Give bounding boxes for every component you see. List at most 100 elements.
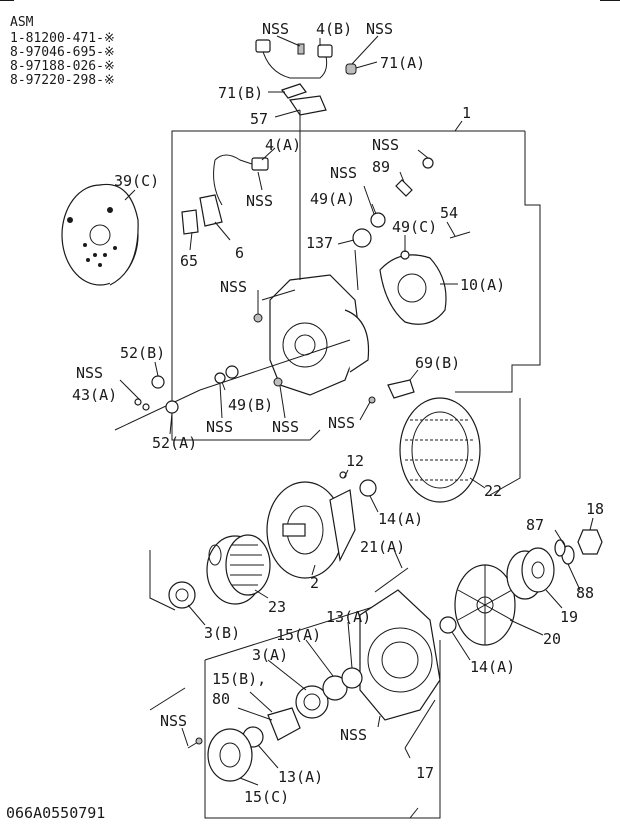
bracket-22 bbox=[489, 398, 521, 496]
callout-20: 20 bbox=[543, 630, 561, 648]
callout-88: 88 bbox=[576, 584, 594, 602]
bracket-6 bbox=[181, 194, 223, 235]
callout-71b: 71(B) bbox=[218, 84, 263, 102]
callout-12: 12 bbox=[346, 452, 364, 470]
front-frame bbox=[359, 589, 441, 721]
callout-nss: NSS bbox=[220, 278, 247, 296]
callout-43a: 43(A) bbox=[72, 386, 117, 404]
bearing-3b bbox=[168, 581, 196, 609]
spacer-14a-bottom bbox=[439, 616, 457, 634]
callout-89: 89 bbox=[372, 158, 390, 176]
bearing-3a bbox=[295, 685, 329, 719]
callout-nss: NSS bbox=[246, 192, 273, 210]
asm-part-number-4: 8-97220-298-※ bbox=[10, 73, 115, 88]
callout-nss: NSS bbox=[328, 414, 355, 432]
callout-39c: 39(C) bbox=[114, 172, 159, 190]
callout-23: 23 bbox=[268, 598, 286, 616]
callout-nss: NSS bbox=[372, 136, 399, 154]
callout-nss: NSS bbox=[160, 712, 187, 730]
screw-nss-bottom bbox=[187, 737, 203, 749]
callout-21a: 21(A) bbox=[360, 538, 405, 556]
bushing-52b bbox=[151, 375, 165, 389]
callout-71a: 71(A) bbox=[380, 54, 425, 72]
spacer-15a bbox=[322, 675, 348, 701]
stator-22 bbox=[399, 397, 481, 503]
callout-2: 2 bbox=[310, 574, 319, 592]
callout-52a: 52(A) bbox=[152, 434, 197, 452]
bracket-1 bbox=[171, 120, 463, 378]
plate-15b-80 bbox=[267, 707, 301, 741]
stud-21a bbox=[374, 567, 409, 593]
callout-10a: 10(A) bbox=[460, 276, 505, 294]
callout-54: 54 bbox=[440, 204, 458, 222]
harness-assembly bbox=[255, 39, 357, 116]
callout-52b: 52(B) bbox=[120, 344, 165, 362]
callout-6: 6 bbox=[235, 244, 244, 262]
callout-14a: 14(A) bbox=[470, 658, 515, 676]
callout-nss: NSS bbox=[76, 364, 103, 382]
callout-13a: 13(A) bbox=[326, 608, 371, 626]
callout-87: 87 bbox=[526, 516, 544, 534]
callout-nss: NSS bbox=[330, 164, 357, 182]
callout-22: 22 bbox=[484, 482, 502, 500]
callout-15c: 15(C) bbox=[244, 788, 289, 806]
callout-65: 65 bbox=[180, 252, 198, 270]
callout-18: 18 bbox=[586, 500, 604, 518]
asm-part-number-1: 1-81200-471-※ bbox=[10, 31, 115, 46]
bracket-17-top bbox=[204, 599, 396, 661]
fan-20 bbox=[454, 564, 516, 646]
through-bolt-43a bbox=[114, 339, 351, 431]
callout-15b: 15(B), bbox=[212, 670, 266, 688]
figure-code: 066A0550791 bbox=[6, 804, 105, 822]
callout-1: 1 bbox=[462, 104, 471, 122]
bushing-52a bbox=[165, 400, 179, 414]
callout-4b: 4(B) bbox=[316, 20, 352, 38]
callout-nss: NSS bbox=[262, 20, 289, 38]
asm-part-number-2: 8-97046-695-※ bbox=[10, 45, 115, 60]
callout-19: 19 bbox=[560, 608, 578, 626]
callout-57: 57 bbox=[250, 110, 268, 128]
bracket-17-right bbox=[410, 640, 441, 819]
bracket-15c bbox=[149, 687, 186, 711]
callout-3b: 3(B) bbox=[204, 624, 240, 642]
nut-18 bbox=[577, 529, 603, 555]
rotor-2 bbox=[266, 481, 356, 579]
callout-49a: 49(A) bbox=[310, 190, 355, 208]
rear-frame bbox=[253, 274, 370, 396]
callout-nss: NSS bbox=[272, 418, 299, 436]
callout-137: 137 bbox=[306, 234, 333, 252]
callout-4a: 4(A) bbox=[265, 136, 301, 154]
seal-13a-mid bbox=[341, 667, 363, 689]
callout-nss: NSS bbox=[340, 726, 367, 744]
callout-3a: 3(A) bbox=[252, 646, 288, 664]
asm-part-number-3: 8-97188-026-※ bbox=[10, 59, 115, 74]
rectifier-10a bbox=[379, 254, 447, 325]
callout-80: 80 bbox=[212, 690, 230, 708]
washer-88 bbox=[554, 539, 566, 557]
fan-cover-39c bbox=[61, 183, 139, 286]
bracket-1-right bbox=[455, 131, 541, 393]
callout-13a: 13(A) bbox=[278, 768, 323, 786]
callout-69b: 69(B) bbox=[415, 354, 460, 372]
pulley-19 bbox=[506, 547, 555, 600]
callout-nss: NSS bbox=[366, 20, 393, 38]
callout-17: 17 bbox=[416, 764, 434, 782]
callout-49c: 49(C) bbox=[392, 218, 437, 236]
spacer-14a-top bbox=[359, 479, 377, 497]
pulley-23 bbox=[206, 534, 271, 605]
callout-49b: 49(B) bbox=[228, 396, 273, 414]
leader-lines bbox=[119, 35, 594, 786]
callout-15a: 15(A) bbox=[276, 626, 321, 644]
bracket-17 bbox=[204, 660, 419, 819]
small-parts-upper bbox=[352, 157, 471, 260]
terminal-69b bbox=[368, 379, 415, 404]
callout-14a: 14(A) bbox=[378, 510, 423, 528]
cover-15c bbox=[207, 728, 253, 782]
asm-label: ASM bbox=[10, 15, 34, 30]
nuts-49b bbox=[214, 365, 283, 387]
bracket-23 bbox=[149, 550, 176, 611]
hose-4a bbox=[213, 154, 269, 206]
callout-nss: NSS bbox=[206, 418, 233, 436]
